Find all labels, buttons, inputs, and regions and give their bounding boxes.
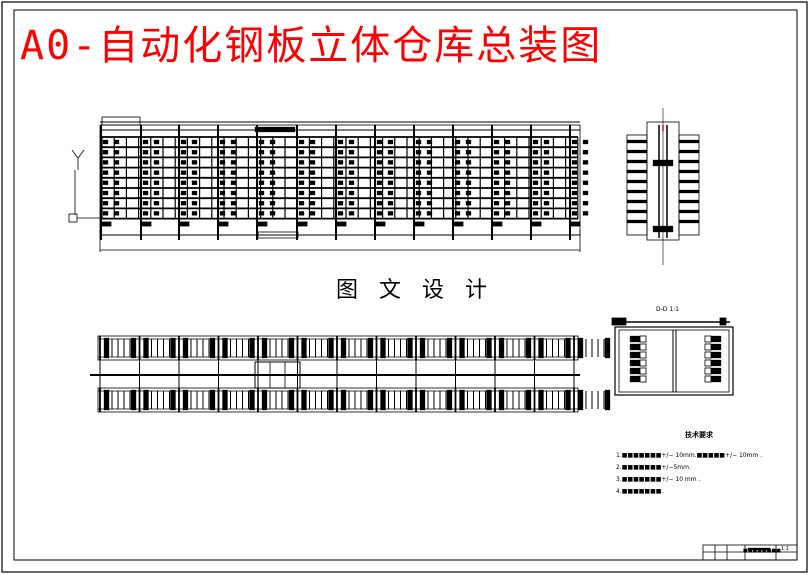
watermark-subtitle: 图 文 设 计: [336, 278, 494, 303]
front-elevation-view: [99, 116, 589, 252]
plan-view: [90, 335, 611, 413]
note-2: 2.■■■■■■■+/−5mm.: [616, 464, 691, 471]
notes-title: 技术要求: [685, 431, 713, 439]
title-block-drawing-name: ■■■■■■■■: [743, 548, 781, 554]
ucs-icon: [68, 149, 100, 223]
section-view-label: D-D 1:1: [656, 306, 679, 313]
note-1: 1.■■■■■■■+/− 10mm.■■■■■+/− 10mm .: [616, 452, 763, 459]
title-block: [702, 544, 798, 561]
section-view: [611, 317, 734, 396]
title-block-scale: 1:1: [781, 546, 790, 552]
side-view: [626, 108, 700, 265]
note-3: 3.■■■■■■■+/− 10 mm .: [616, 476, 701, 483]
drawing-title: A0-自动化钢板立体仓库总装图: [20, 23, 603, 69]
note-4: 4.■■■■■■■.: [616, 488, 664, 495]
